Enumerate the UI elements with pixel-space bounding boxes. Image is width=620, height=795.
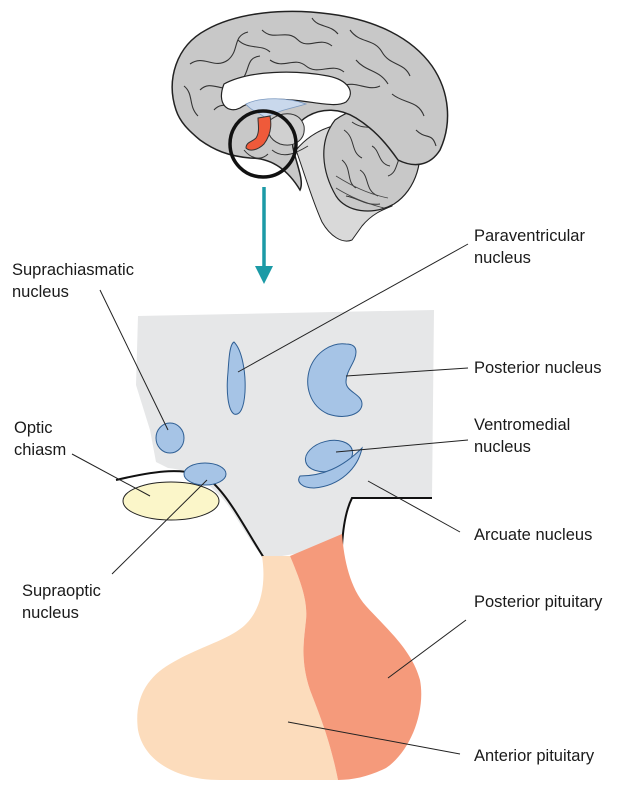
label-paraventricular-nucleus: Paraventricular nucleus [474, 225, 585, 269]
infundibulum-outline [342, 498, 432, 546]
brain-sagittal-illustration [172, 11, 447, 241]
label-suprachiasmatic-nucleus: Suprachiasmatic nucleus [12, 259, 134, 303]
label-supraoptic-nucleus: Supraoptic nucleus [22, 580, 101, 624]
label-posterior-nucleus: Posterior nucleus [474, 357, 601, 379]
label-optic-chiasm: Optic chiasm [14, 417, 66, 461]
label-arcuate-nucleus: Arcuate nucleus [474, 524, 592, 546]
zoom-arrow [255, 187, 273, 284]
label-anterior-pituitary: Anterior pituitary [474, 745, 594, 767]
suprachiasmatic-nucleus-shape [156, 423, 184, 453]
label-posterior-pituitary: Posterior pituitary [474, 591, 602, 613]
optic-chiasm-shape [123, 482, 219, 520]
label-ventromedial-nucleus: Ventromedial nucleus [474, 414, 570, 458]
